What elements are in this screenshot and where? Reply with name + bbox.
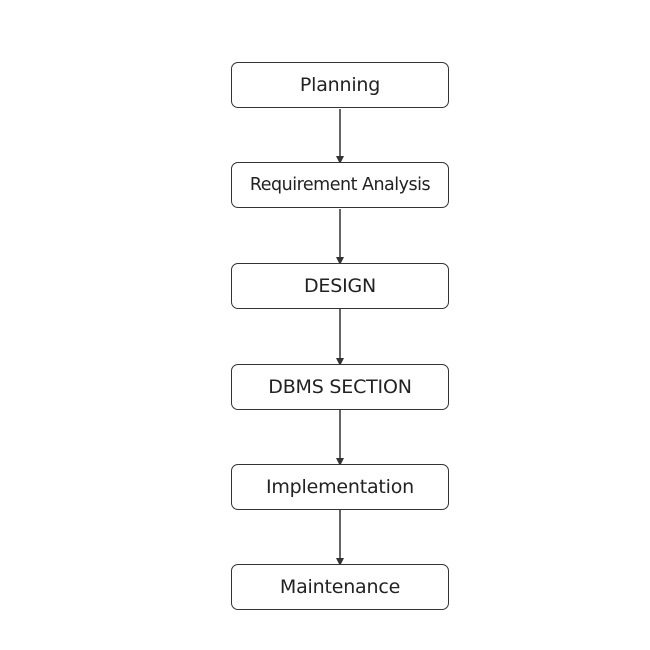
step-label: Requirement Analysis [249,175,431,195]
step-planning: Planning [231,62,449,108]
step-label: DESIGN [303,275,377,297]
step-implementation: Implementation [231,464,449,510]
step-design: DESIGN [231,263,449,309]
step-label: Maintenance [279,576,401,598]
step-label: Planning [299,74,381,96]
step-maintenance: Maintenance [231,564,449,610]
step-label: Implementation [265,476,415,498]
step-requirement-analysis: Requirement Analysis [231,162,449,208]
step-dbms-section: DBMS SECTION [231,364,449,410]
step-label: DBMS SECTION [268,376,412,398]
